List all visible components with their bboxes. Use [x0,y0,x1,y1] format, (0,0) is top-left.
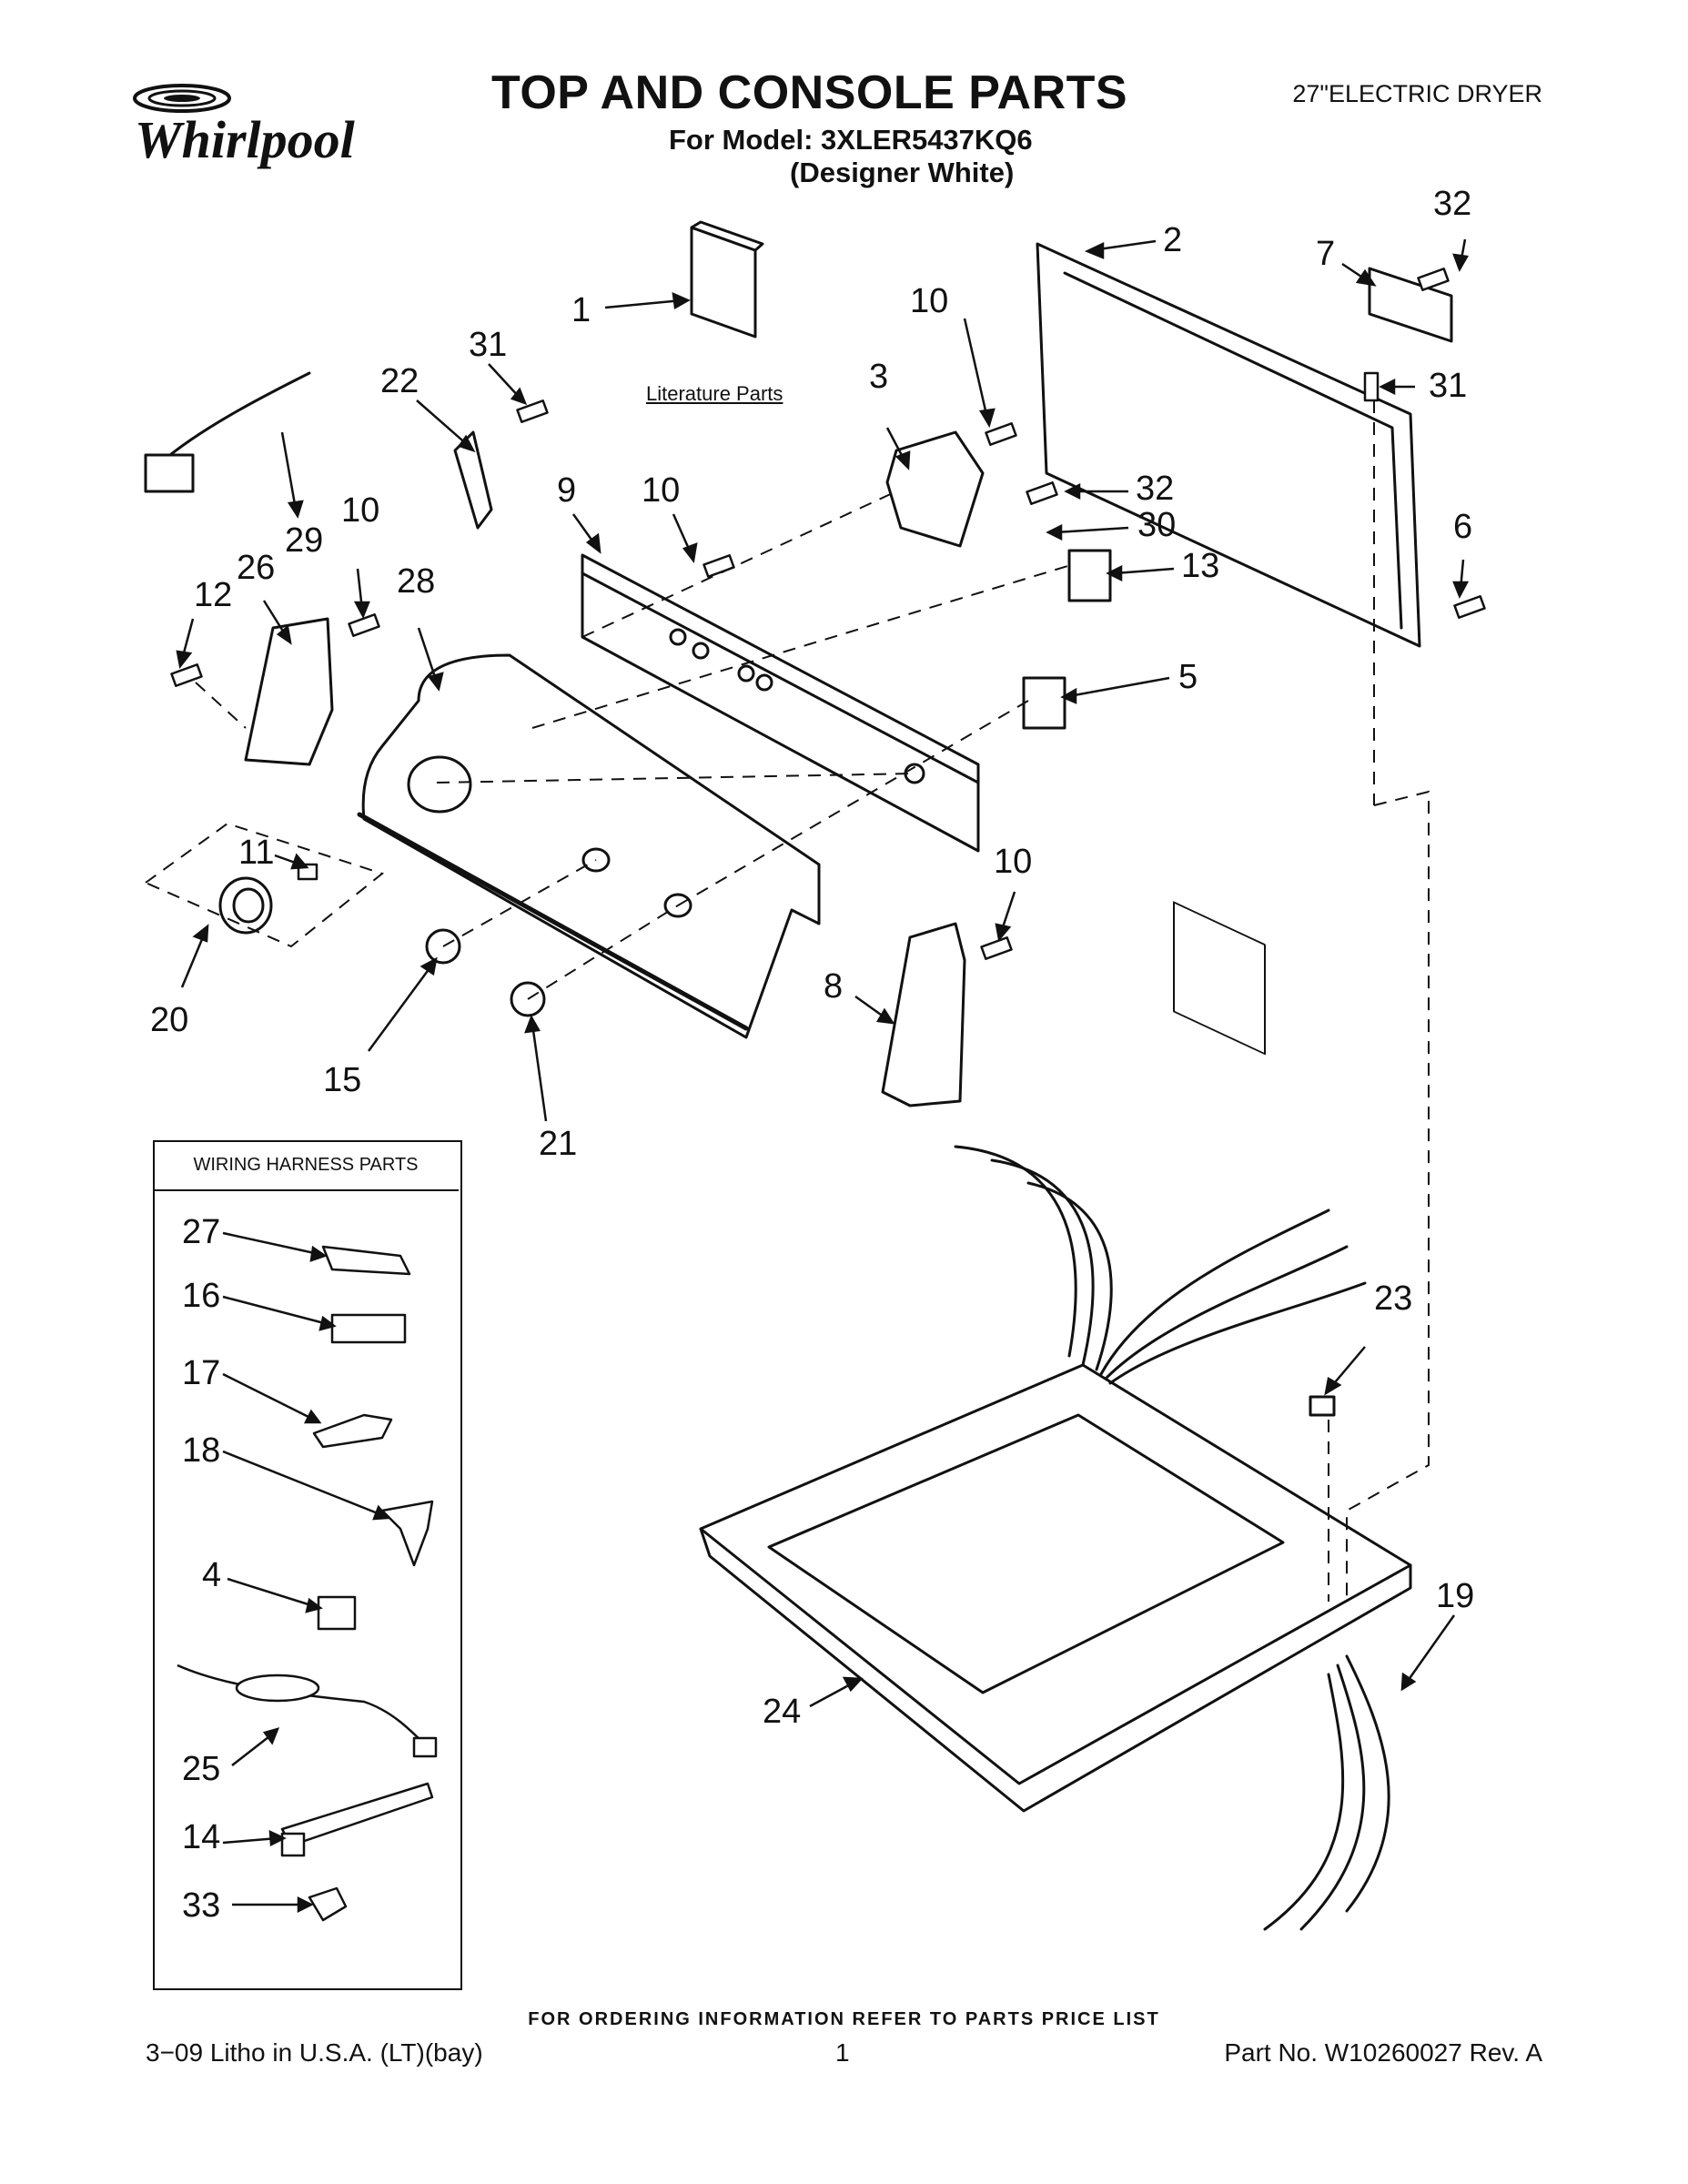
part-number: Part No. W10260027 Rev. A [1224,2038,1542,2067]
harness-29-connector [144,453,195,493]
callout-24: 24 [763,1693,802,1731]
callout-7: 7 [1316,235,1336,273]
end-cap-left-part [244,617,334,766]
callout-23: 23 [1374,1279,1413,1318]
timer-part [885,430,985,548]
callout-5: 5 [1178,658,1198,696]
logo-wordmark: Whirlpool [135,110,355,169]
switch-13-part [1067,549,1112,602]
wiring-harness-title: WIRING HARNESS PARTS [153,1140,459,1191]
page-title: TOP AND CONSOLE PARTS [491,66,1128,119]
end-cap-right-part [881,922,966,1107]
page-number: 1 [835,2038,850,2067]
color-line: (Designer White) [790,157,1015,188]
callout-19: 19 [1436,1577,1475,1615]
console-part [361,653,821,1039]
whirlpool-logo: Whirlpool [127,80,391,171]
callout-8: 8 [824,967,844,1006]
callout-32-mid: 32 [1136,470,1175,508]
harness-callout-27: 27 [182,1213,221,1251]
callout-21: 21 [539,1125,578,1163]
harness-callout-17: 17 [182,1354,221,1392]
callout-10-timer: 10 [910,282,949,320]
harness-callout-33: 33 [182,1886,221,1925]
litho-note: 3−09 Litho in U.S.A. (LT)(bay) [146,2038,483,2067]
harness-callout-14: 14 [182,1818,221,1856]
console-rail-part [581,553,980,853]
callout-10-endcap: 10 [341,491,380,530]
callout-1: 1 [571,291,591,329]
callout-9: 9 [557,471,577,510]
callout-2: 2 [1163,221,1183,259]
callout-11: 11 [238,834,275,872]
harness-part-33 [308,1886,348,1922]
product-type: 27"ELECTRIC DRYER [1292,80,1542,107]
callout-10-right: 10 [994,843,1033,881]
callout-30: 30 [1137,506,1177,544]
callout-13: 13 [1181,547,1220,585]
callout-31-right: 31 [1429,367,1468,405]
harness-part-4 [317,1595,357,1631]
harness-part-18 [380,1500,434,1567]
ordering-note: FOR ORDERING INFORMATION REFER TO PARTS … [528,2009,1160,2029]
callout-29: 29 [285,521,324,560]
model-line: For Model: 3XLER5437KQ6 [669,124,1033,156]
callout-26: 26 [237,549,276,587]
callout-22: 22 [380,362,419,400]
callout-28: 28 [397,562,436,601]
callout-10-rail: 10 [642,471,681,510]
wiring-harness-parts-box [153,1140,462,1990]
callout-31-left: 31 [469,326,508,364]
harness-callout-16: 16 [182,1277,221,1315]
callout-20: 20 [150,1001,189,1039]
callout-6: 6 [1453,508,1473,546]
callout-12: 12 [194,576,233,614]
harness-part-16 [330,1313,407,1344]
rear-console-panel-part [1036,242,1421,648]
harness-part-17 [312,1413,393,1449]
harness-part-27 [321,1245,411,1276]
clip-23-part [1309,1395,1336,1417]
callout-32-top: 32 [1433,185,1472,223]
callout-15: 15 [323,1061,362,1099]
harness-callout-18: 18 [182,1431,221,1470]
harness-callout-4: 4 [202,1556,222,1594]
literature-parts-label: Literature Parts [646,382,783,405]
harness-part-25 [177,1663,429,1748]
harness-callout-25: 25 [182,1750,221,1788]
callout-3: 3 [869,358,889,396]
